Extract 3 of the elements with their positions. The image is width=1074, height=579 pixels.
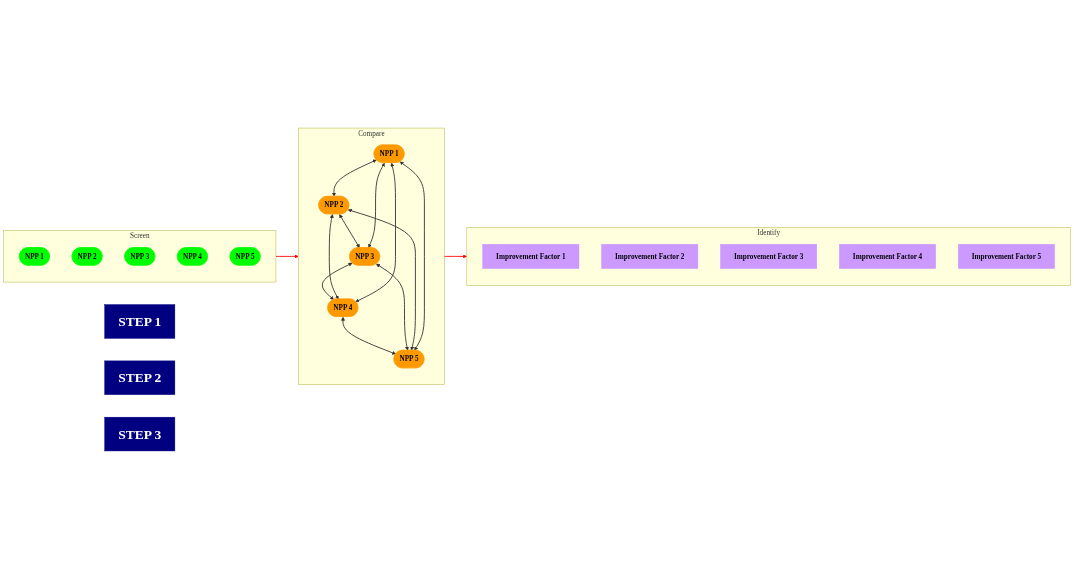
node-box: STEP 1: [104, 304, 176, 339]
node-box: STEP 3: [104, 416, 176, 452]
node-box: STEP 2: [104, 360, 176, 395]
